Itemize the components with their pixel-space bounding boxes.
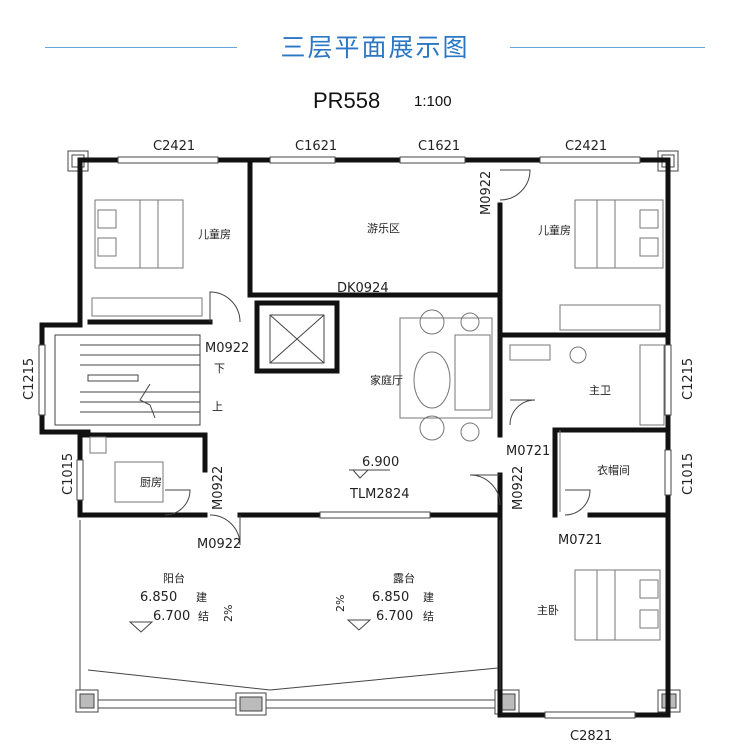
window-label-c1015-right: C1015 [681, 453, 696, 495]
window-label-c2421-left: C2421 [153, 139, 195, 154]
page-title: 三层平面展示图 [280, 33, 470, 62]
door-label-m0922-stair: M0922 [205, 341, 249, 356]
window-label-c1621-left: C1621 [295, 139, 337, 154]
slope-terrace: 2% [334, 595, 347, 612]
walls [39, 157, 671, 718]
plan-scale: 1:100 [414, 93, 452, 110]
top-windows [38, 156, 672, 719]
door-label-m0922-master: M0922 [511, 466, 526, 510]
door-label-tlm2824: TLM2824 [349, 487, 409, 502]
room-label-master-bedroom: 主卧 [537, 604, 559, 617]
door-label-m0721-cloak: M0721 [558, 533, 602, 548]
elevator [269, 314, 325, 364]
window-label-c1621-right: C1621 [418, 139, 460, 154]
room-label-play-area: 游乐区 [367, 222, 400, 235]
door-label-dk0924: DK0924 [337, 281, 389, 296]
staircase [54, 334, 201, 426]
title-rule-right [510, 47, 705, 48]
window-label-c1215-left: C1215 [22, 358, 37, 400]
window-label-c2821: C2821 [570, 729, 612, 744]
room-label-family-hall: 家庭厅 [370, 373, 403, 387]
room-label-kids-right: 儿童房 [538, 223, 571, 237]
level-terrace-struct-tag: 结 [423, 610, 434, 623]
level-balcony-struct: 6.700 [153, 609, 190, 624]
door-label-m0922-kitchen: M0922 [211, 466, 226, 510]
room-label-master-bath: 主卫 [589, 384, 611, 397]
window-label-c1215-right: C1215 [681, 358, 696, 400]
slope-balcony: 2% [222, 605, 235, 622]
stair-label-down: 下 [214, 362, 225, 375]
level-floor: 6.900 [362, 455, 399, 470]
title-rule-left [45, 47, 237, 48]
door-label-m0922-play: M0922 [479, 171, 494, 215]
level-balcony-arch-tag: 建 [196, 590, 207, 604]
plan-code: PR558 [313, 88, 381, 113]
window-label-c1015-left: C1015 [61, 453, 76, 495]
window-label-c2421-right: C2421 [565, 139, 607, 154]
door-label-m0721-bath: M0721 [506, 444, 550, 459]
room-label-balcony: 阳台 [163, 571, 185, 585]
level-terrace-arch-tag: 建 [423, 590, 434, 604]
door-label-m0922-balcony: M0922 [197, 537, 241, 552]
level-terrace-struct: 6.700 [376, 609, 413, 624]
level-balcony-arch: 6.850 [140, 590, 177, 605]
room-label-kids-left: 儿童房 [198, 227, 231, 241]
room-label-kitchen: 厨房 [140, 476, 162, 489]
room-label-terrace: 露台 [393, 571, 415, 585]
level-terrace-arch: 6.850 [372, 590, 409, 605]
door-swings [164, 169, 591, 546]
level-balcony-struct-tag: 结 [198, 610, 209, 623]
furniture [89, 199, 665, 641]
terrace-edges [79, 469, 501, 709]
room-label-cloakroom: 衣帽间 [597, 463, 630, 477]
stair-label-up: 上 [212, 400, 223, 413]
